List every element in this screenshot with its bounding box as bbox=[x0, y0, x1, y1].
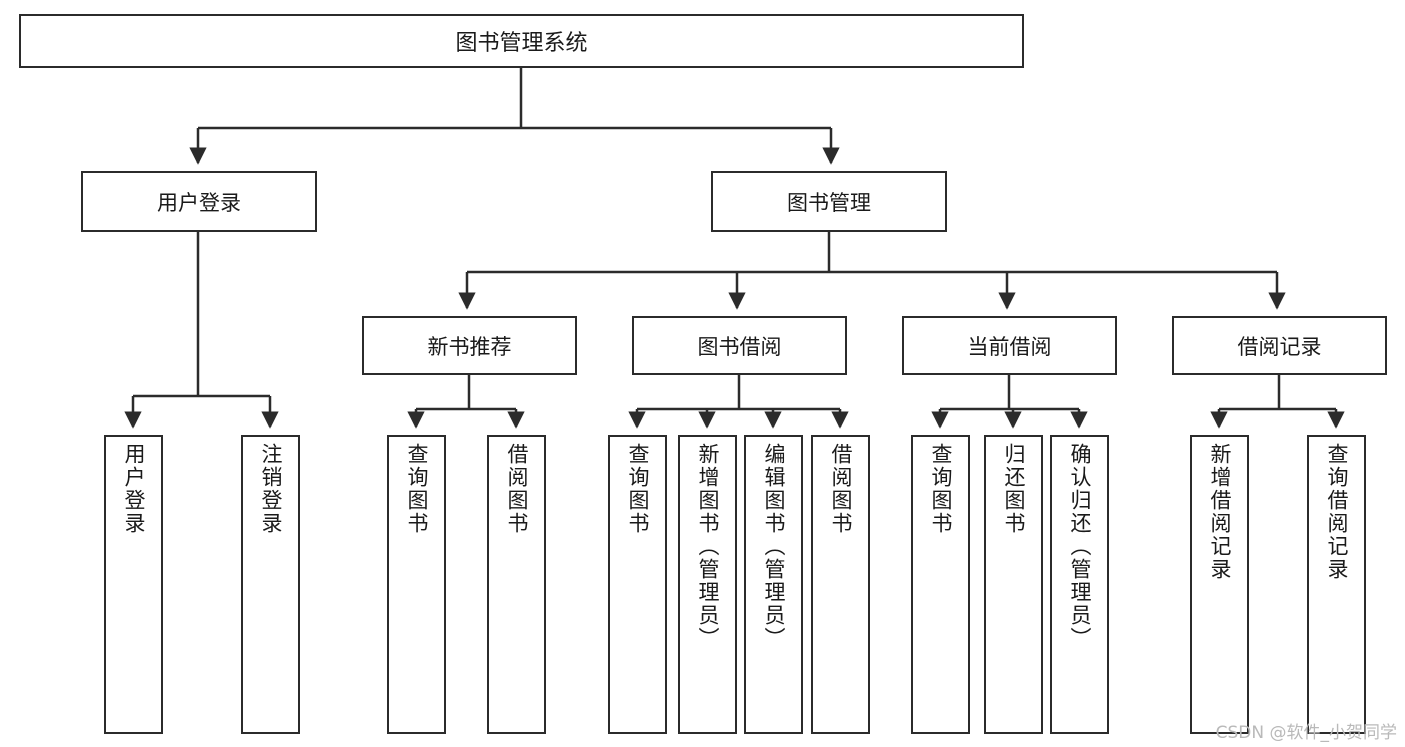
node-leaf-logout-label: 注销登录 bbox=[259, 443, 283, 535]
node-leaf-query-book-cur[interactable]: 查询图书 bbox=[911, 435, 970, 734]
watermark-text: CSDN @软件_小贺同学 bbox=[1215, 723, 1397, 743]
node-leaf-edit-book-label: 编辑图书（管理员） bbox=[762, 443, 786, 650]
node-leaf-query-record-label: 查询借阅记录 bbox=[1325, 443, 1349, 581]
node-new-book-rec[interactable]: 新书推荐 bbox=[362, 316, 577, 375]
node-current-borrow[interactable]: 当前借阅 bbox=[902, 316, 1117, 375]
node-leaf-query-record[interactable]: 查询借阅记录 bbox=[1307, 435, 1366, 734]
node-leaf-add-book-label: 新增图书（管理员） bbox=[696, 443, 720, 650]
node-borrow-record[interactable]: 借阅记录 bbox=[1172, 316, 1387, 375]
node-leaf-user-login-label: 用户登录 bbox=[122, 443, 146, 535]
node-leaf-user-login[interactable]: 用户登录 bbox=[104, 435, 163, 734]
node-leaf-edit-book[interactable]: 编辑图书（管理员） bbox=[744, 435, 803, 734]
node-leaf-return-book-label: 归还图书 bbox=[1002, 443, 1026, 535]
node-book-borrow[interactable]: 图书借阅 bbox=[632, 316, 847, 375]
node-leaf-borrow-book-rec-label: 借阅图书 bbox=[505, 443, 529, 535]
node-book-borrow-label: 图书借阅 bbox=[697, 334, 782, 359]
node-leaf-query-book-borrow[interactable]: 查询图书 bbox=[608, 435, 667, 734]
node-book-manage-label: 图书管理 bbox=[787, 190, 871, 215]
node-leaf-add-record[interactable]: 新增借阅记录 bbox=[1190, 435, 1249, 734]
node-leaf-query-book-rec[interactable]: 查询图书 bbox=[387, 435, 446, 734]
node-user-login-label: 用户登录 bbox=[157, 190, 241, 215]
node-leaf-query-book-borrow-label: 查询图书 bbox=[626, 443, 650, 535]
node-current-borrow-label: 当前借阅 bbox=[967, 334, 1052, 359]
node-user-login[interactable]: 用户登录 bbox=[81, 171, 317, 232]
node-leaf-confirm-return[interactable]: 确认归还（管理员） bbox=[1050, 435, 1109, 734]
node-leaf-borrow-book-rec[interactable]: 借阅图书 bbox=[487, 435, 546, 734]
node-leaf-borrow-book-label: 借阅图书 bbox=[829, 443, 853, 535]
node-leaf-logout[interactable]: 注销登录 bbox=[241, 435, 300, 734]
node-leaf-borrow-book[interactable]: 借阅图书 bbox=[811, 435, 870, 734]
node-leaf-confirm-return-label: 确认归还（管理员） bbox=[1068, 443, 1092, 650]
node-leaf-query-book-cur-label: 查询图书 bbox=[929, 443, 953, 535]
node-leaf-add-record-label: 新增借阅记录 bbox=[1208, 443, 1232, 581]
node-root[interactable]: 图书管理系统 bbox=[19, 14, 1024, 68]
node-leaf-query-book-rec-label: 查询图书 bbox=[405, 443, 429, 535]
node-new-book-rec-label: 新书推荐 bbox=[427, 334, 512, 359]
node-root-label: 图书管理系统 bbox=[455, 31, 588, 56]
node-borrow-record-label: 借阅记录 bbox=[1237, 334, 1322, 359]
node-book-manage[interactable]: 图书管理 bbox=[711, 171, 947, 232]
node-leaf-add-book[interactable]: 新增图书（管理员） bbox=[678, 435, 737, 734]
node-leaf-return-book[interactable]: 归还图书 bbox=[984, 435, 1043, 734]
